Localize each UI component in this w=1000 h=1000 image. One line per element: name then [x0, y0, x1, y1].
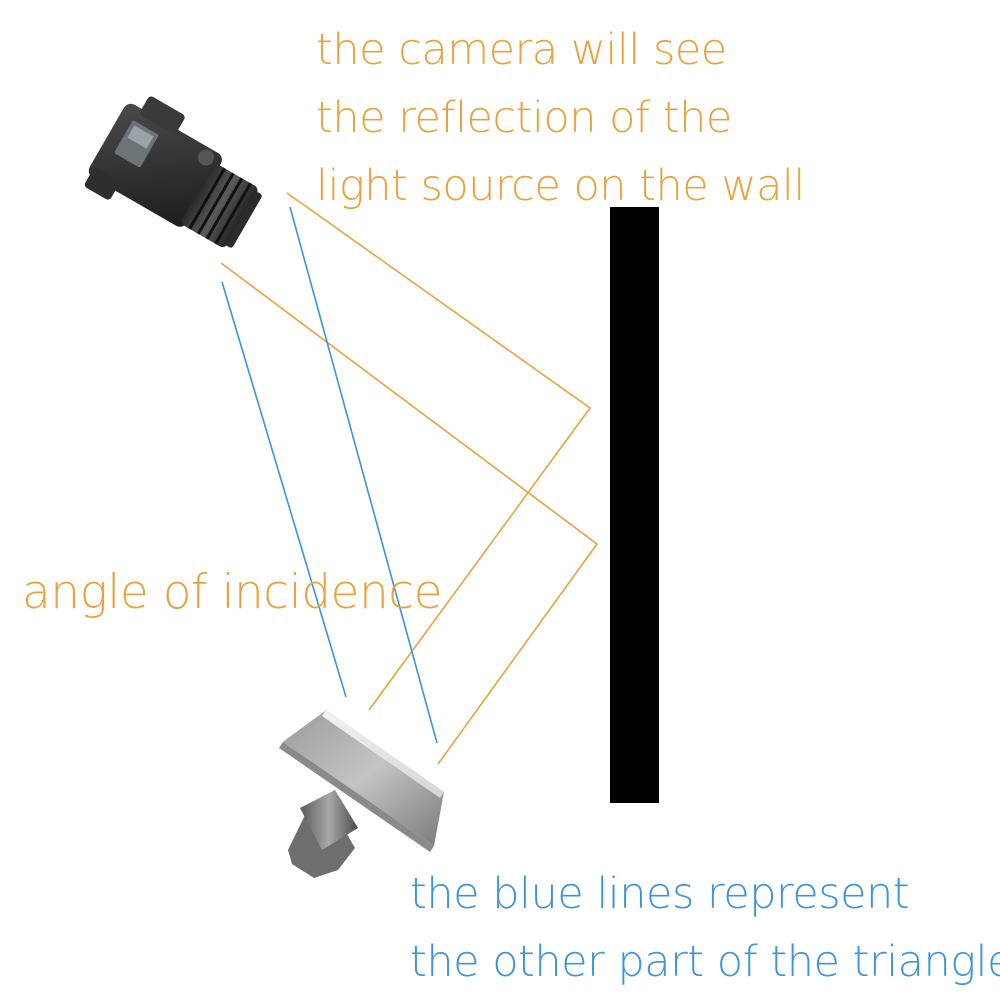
caption-line: the reflection of the — [316, 93, 732, 143]
blue-triangle-lines — [221, 206, 438, 744]
caption-line: the other part of the triangle — [410, 937, 1000, 987]
caption-line: light source on the wall — [316, 161, 805, 211]
caption-camera-reflection: the camera will see the reflection of th… — [316, 16, 805, 220]
orange-reflection-line-2 — [220, 262, 599, 765]
orange-reflection-lines — [220, 192, 599, 765]
caption-angle-of-incidence: angle of incidence — [22, 565, 443, 620]
orange-reflection-line-1 — [286, 192, 592, 711]
blue-line-2 — [289, 206, 438, 744]
wall — [610, 207, 659, 803]
caption-line: the camera will see — [316, 25, 727, 75]
caption-line: the blue lines represent — [410, 869, 910, 919]
caption-blue-lines: the blue lines represent the other part … — [410, 860, 1000, 996]
blue-line-1 — [221, 281, 347, 698]
